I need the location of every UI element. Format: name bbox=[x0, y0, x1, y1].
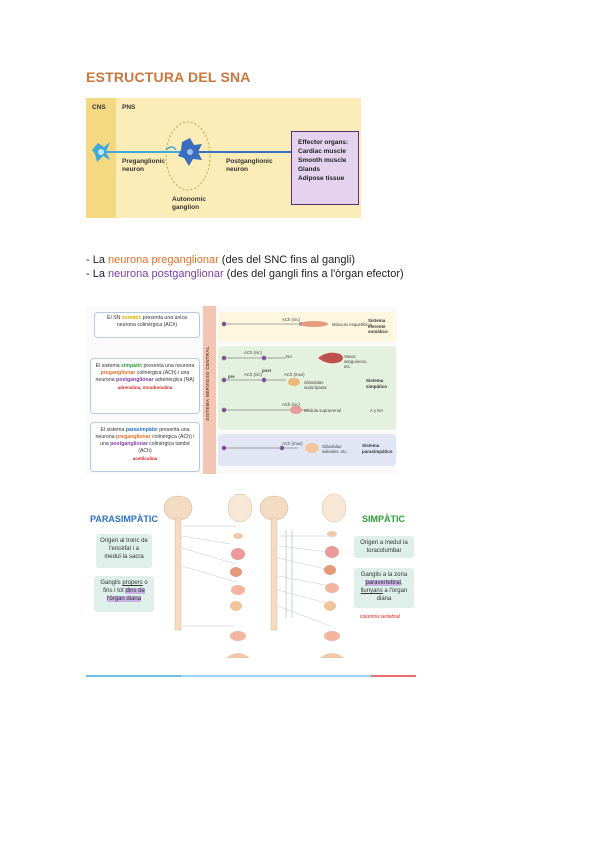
pre-label: pre bbox=[228, 374, 235, 379]
ach-nic-label: ACh (nic) bbox=[244, 350, 262, 355]
sympathetic-target: Vasos sanguíneos, etc. bbox=[344, 354, 368, 369]
parasympathetic-box: El sistema parasimpàtic presenta una neu… bbox=[90, 422, 200, 472]
sympathetic-ganglia-box: Ganglis a la zona paravertebral, llunyan… bbox=[354, 568, 414, 608]
parasympathetic-target: Glándulas salivales, etc. bbox=[322, 444, 348, 454]
post-label: post bbox=[262, 368, 272, 373]
somatic-target: Músculo esquelético bbox=[332, 322, 371, 327]
cns-label: CNS bbox=[92, 104, 106, 111]
ach-nic-label: ACh (nic) bbox=[244, 372, 262, 377]
ach-nic-label: ACh (nic) bbox=[282, 402, 300, 407]
anatomy-drawing bbox=[86, 493, 416, 677]
sympathetic-system-label: Sistema simpático bbox=[366, 378, 388, 389]
keyword-neurona: neurona bbox=[108, 254, 149, 266]
neuron-drawing bbox=[92, 121, 291, 191]
keyword-neurona: neurona bbox=[108, 268, 149, 280]
keyword-postganglionar: postganglionar bbox=[151, 268, 224, 280]
postganglionic-label: Postganglionic neuron bbox=[226, 158, 273, 173]
effector-item: Cardiac muscle bbox=[298, 148, 347, 155]
neuron-diagram: CNS PNS Preganglionic neuron Postganglio… bbox=[86, 98, 361, 218]
text-line-preganglionar: - La neurona preganglionar (des del SNC … bbox=[86, 254, 355, 266]
line-prefix: - La bbox=[86, 268, 109, 280]
somatic-system-label: Sistema eferente somático bbox=[368, 318, 388, 334]
sympathetic-row bbox=[218, 346, 396, 430]
parasympathetic-ganglia-box: Ganglis propers o fins i tot dins de l'ò… bbox=[94, 576, 154, 612]
effector-item: Glands bbox=[298, 166, 321, 173]
ach-mus-label: ACh (mus) bbox=[282, 441, 303, 446]
preganglionic-label: Preganglionic neuron bbox=[122, 158, 165, 173]
autonomic-ganglion-label: Autonomic ganglion bbox=[172, 196, 206, 211]
sympathetic-title: SIMPÀTIC bbox=[362, 514, 406, 524]
somatic-box: El SN somàtic presenta una única neurona… bbox=[94, 312, 200, 338]
sympathetic-box: El sistema simpàtic presenta una neurona… bbox=[90, 358, 200, 414]
parasympathetic-origin-box: Origen al tronc de l'encèfal i a medul·l… bbox=[96, 534, 152, 568]
efferent-systems-diagram: SISTEMA NERVIOSO CENTRAL El SN somàtic p… bbox=[86, 306, 397, 474]
line-prefix: - La bbox=[86, 254, 109, 266]
keyword-preganglionar: preganglionar bbox=[151, 254, 219, 266]
pathway-lines bbox=[221, 321, 343, 453]
sympathetic-target: Médula suprarrenal bbox=[304, 408, 342, 413]
ach-nic-label: ACh (nic) bbox=[282, 317, 300, 322]
cns-vertical-band: SISTEMA NERVIOSO CENTRAL bbox=[203, 306, 216, 474]
sympathetic-target: A y NA bbox=[370, 408, 384, 413]
somatic-row bbox=[218, 312, 396, 342]
parasympathetic-title: PARASIMPÀTIC bbox=[90, 514, 158, 524]
pns-label: PNS bbox=[122, 104, 136, 111]
effector-item: Smooth muscle bbox=[298, 157, 347, 164]
na-label: NA bbox=[286, 354, 292, 359]
effector-organs-box: Effector organs: Cardiac muscle Smooth m… bbox=[291, 131, 359, 205]
sympathetic-origin-box: Origen a medul·la toracolumbar bbox=[354, 536, 414, 558]
vertebral-column-note: columna vertebral bbox=[360, 614, 400, 620]
page-title: ESTRUCTURA DEL SNA bbox=[86, 69, 251, 85]
line-suffix: (des del gangli fins a l'òrgan efector) bbox=[223, 268, 404, 280]
line-suffix: (des del SNC fins al gangli) bbox=[218, 254, 356, 266]
parasympathetic-system-label: Sistema parasimpático bbox=[362, 443, 393, 454]
text-line-postganglionar: - La neurona postganglionar (des del gan… bbox=[86, 268, 404, 280]
autonomic-anatomy-figure: PARASIMPÀTIC SIMPÀTIC Origen al tronc de… bbox=[86, 486, 416, 678]
effector-item: Adipose tissue bbox=[298, 175, 345, 182]
ach-mus-label: ACh (mus) bbox=[284, 372, 305, 377]
effector-title: Effector organs: bbox=[298, 139, 349, 146]
sympathetic-target: Glándulas sudoríparas bbox=[304, 380, 327, 390]
